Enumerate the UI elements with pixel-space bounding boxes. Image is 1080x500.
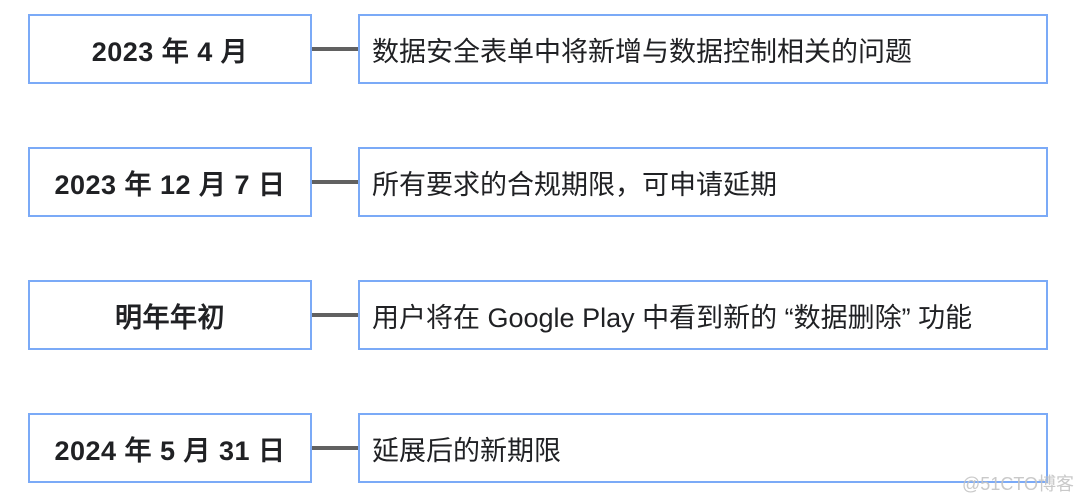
description-label: 所有要求的合规期限，可申请延期 [372, 169, 777, 200]
date-box: 2023 年 4 月 [28, 14, 312, 84]
description-label: 延展后的新期限 [372, 435, 561, 466]
description-label: 数据安全表单中将新增与数据控制相关的问题 [372, 36, 912, 67]
date-box: 明年年初 [28, 280, 312, 350]
description-box: 所有要求的合规期限，可申请延期 [358, 147, 1048, 217]
connector-line [312, 180, 358, 184]
timeline-diagram: 2023 年 4 月 数据安全表单中将新增与数据控制相关的问题 2023 年 1… [28, 14, 1048, 483]
description-box: 延展后的新期限 [358, 413, 1048, 483]
watermark: @51CTO博客 [962, 474, 1074, 494]
date-label: 明年年初 [115, 302, 225, 333]
connector-line [312, 313, 358, 317]
description-box: 数据安全表单中将新增与数据控制相关的问题 [358, 14, 1048, 84]
date-label: 2024 年 5 月 31 日 [54, 435, 286, 466]
date-label: 2023 年 4 月 [91, 36, 249, 67]
description-box: 用户将在 Google Play 中看到新的 “数据删除” 功能 [358, 280, 1048, 350]
timeline-row: 2023 年 12 月 7 日 所有要求的合规期限，可申请延期 [28, 147, 1048, 217]
timeline-row: 明年年初 用户将在 Google Play 中看到新的 “数据删除” 功能 [28, 280, 1048, 350]
connector-line [312, 446, 358, 450]
date-label: 2023 年 12 月 7 日 [54, 169, 286, 200]
timeline-row: 2023 年 4 月 数据安全表单中将新增与数据控制相关的问题 [28, 14, 1048, 84]
description-label: 用户将在 Google Play 中看到新的 “数据删除” 功能 [372, 302, 973, 333]
date-box: 2024 年 5 月 31 日 [28, 413, 312, 483]
connector-line [312, 47, 358, 51]
timeline-row: 2024 年 5 月 31 日 延展后的新期限 [28, 413, 1048, 483]
date-box: 2023 年 12 月 7 日 [28, 147, 312, 217]
